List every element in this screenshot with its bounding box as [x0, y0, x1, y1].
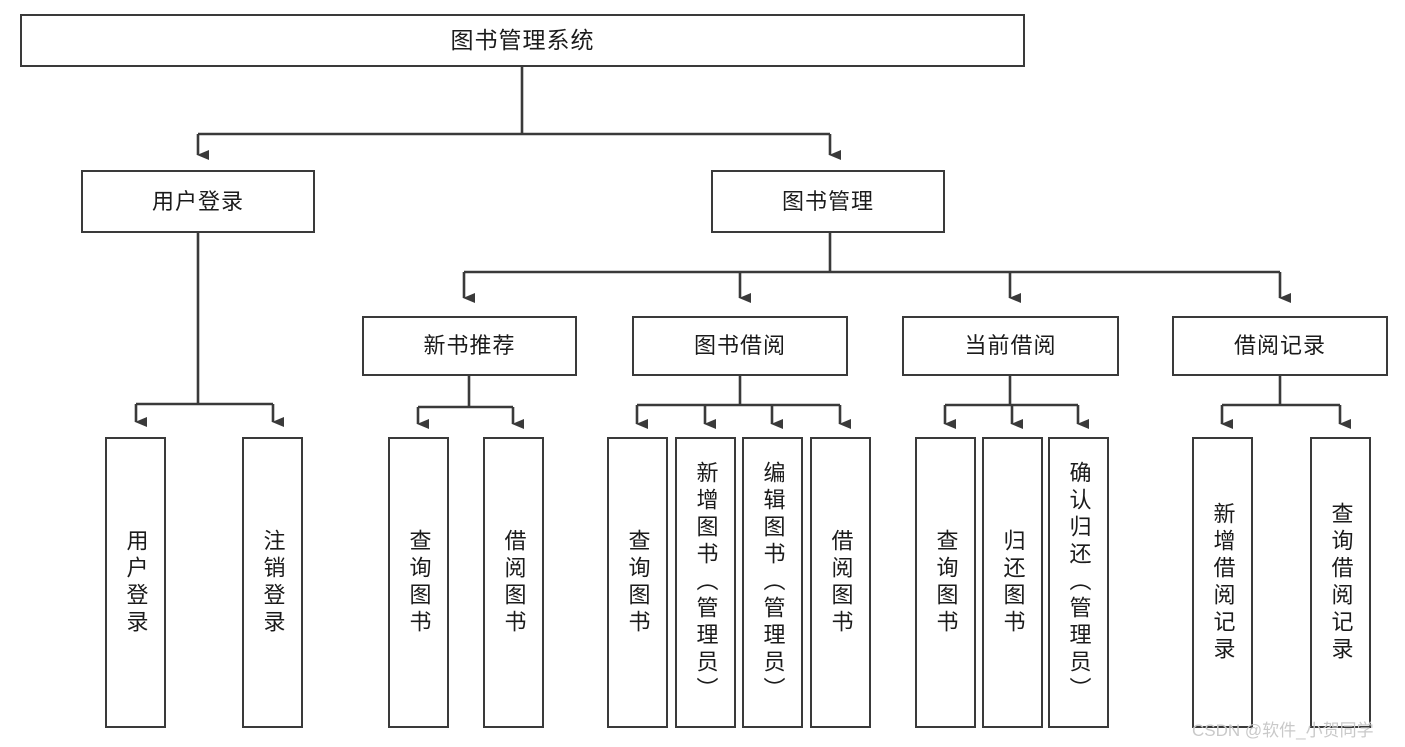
- node-leaf-query-book-1[interactable]: 查询图书: [388, 437, 449, 728]
- node-user-login-label: 用户登录: [151, 188, 244, 214]
- node-leaf-edit-book-label: 编辑图书（管理员）: [760, 461, 786, 704]
- node-leaf-borrow-book-1-label: 借阅图书: [501, 528, 527, 637]
- node-book-manage-label: 图书管理: [781, 188, 874, 214]
- node-user-login[interactable]: 用户登录: [81, 170, 315, 233]
- node-book-manage[interactable]: 图书管理: [711, 170, 945, 233]
- node-leaf-query-book-2[interactable]: 查询图书: [607, 437, 668, 728]
- node-borrow-record[interactable]: 借阅记录: [1172, 316, 1388, 376]
- node-leaf-query-book-2-label: 查询图书: [625, 528, 651, 637]
- node-book-borrow-label: 图书借阅: [693, 333, 786, 359]
- node-root-label: 图书管理系统: [450, 27, 595, 54]
- node-leaf-add-book-label: 新增图书（管理员）: [693, 461, 719, 704]
- node-leaf-return-book[interactable]: 归还图书: [982, 437, 1043, 728]
- node-leaf-confirm-return-label: 确认归还（管理员）: [1066, 461, 1092, 704]
- node-leaf-user-login-label: 用户登录: [123, 528, 149, 637]
- node-leaf-query-record[interactable]: 查询借阅记录: [1310, 437, 1371, 728]
- node-root[interactable]: 图书管理系统: [20, 14, 1025, 67]
- node-leaf-logout-login-label: 注销登录: [260, 528, 286, 637]
- node-leaf-edit-book[interactable]: 编辑图书（管理员）: [742, 437, 803, 728]
- node-new-book-rec-label: 新书推荐: [423, 333, 516, 359]
- node-leaf-borrow-book-2[interactable]: 借阅图书: [810, 437, 871, 728]
- node-leaf-confirm-return[interactable]: 确认归还（管理员）: [1048, 437, 1109, 728]
- node-leaf-query-book-1-label: 查询图书: [406, 528, 432, 637]
- node-new-book-rec[interactable]: 新书推荐: [362, 316, 577, 376]
- node-leaf-borrow-book-2-label: 借阅图书: [828, 528, 854, 637]
- node-leaf-logout-login[interactable]: 注销登录: [242, 437, 303, 728]
- node-leaf-return-book-label: 归还图书: [1000, 528, 1026, 637]
- node-leaf-add-book[interactable]: 新增图书（管理员）: [675, 437, 736, 728]
- node-current-borrow-label: 当前借阅: [964, 333, 1057, 359]
- node-book-borrow[interactable]: 图书借阅: [632, 316, 848, 376]
- csdn-watermark: CSDN @软件_小贺同学: [1192, 721, 1374, 740]
- node-leaf-add-record[interactable]: 新增借阅记录: [1192, 437, 1253, 728]
- node-leaf-user-login[interactable]: 用户登录: [105, 437, 166, 728]
- node-leaf-query-book-3-label: 查询图书: [933, 528, 959, 637]
- node-current-borrow[interactable]: 当前借阅: [902, 316, 1119, 376]
- node-borrow-record-label: 借阅记录: [1233, 333, 1326, 359]
- node-leaf-add-record-label: 新增借阅记录: [1210, 501, 1236, 664]
- node-leaf-query-record-label: 查询借阅记录: [1328, 501, 1354, 664]
- node-leaf-borrow-book-1[interactable]: 借阅图书: [483, 437, 544, 728]
- node-leaf-query-book-3[interactable]: 查询图书: [915, 437, 976, 728]
